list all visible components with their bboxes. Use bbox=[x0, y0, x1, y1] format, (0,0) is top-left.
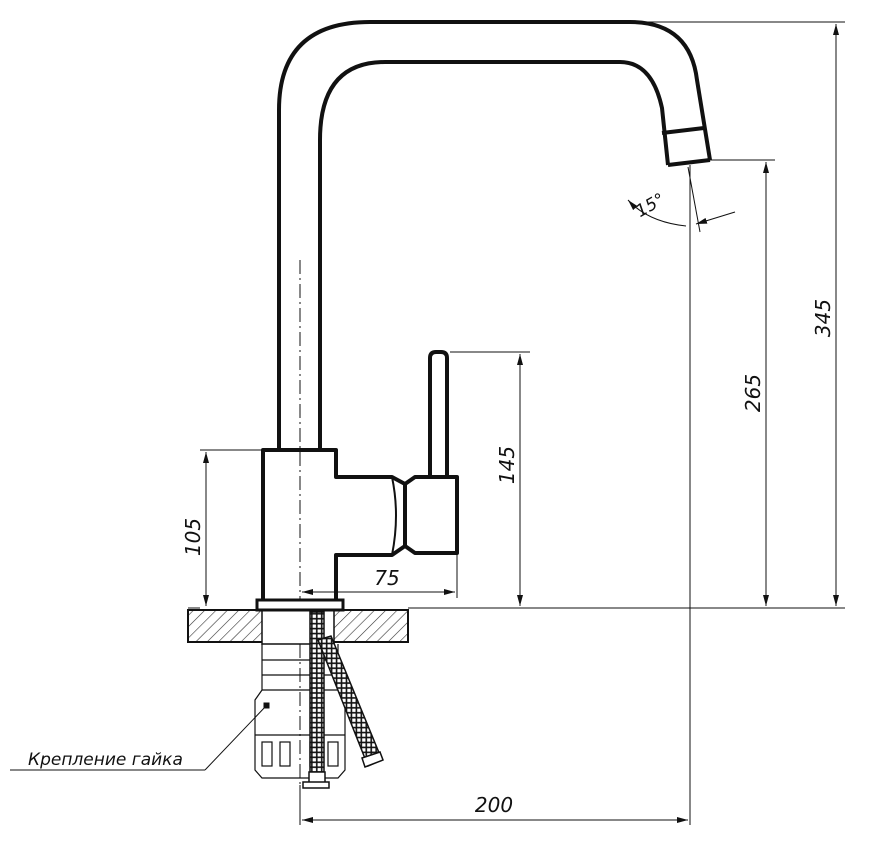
faucet-body bbox=[261, 350, 459, 605]
flexible-hoses bbox=[302, 611, 384, 789]
dim-75-label: 75 bbox=[374, 566, 399, 590]
spout-inner-outline bbox=[318, 60, 670, 450]
mounting-nut-note: Крепление гайка bbox=[28, 750, 183, 770]
extension-lines bbox=[188, 21, 845, 825]
dim-105-label: 105 bbox=[181, 518, 205, 556]
body-base-flange bbox=[255, 598, 345, 612]
dimension-lines bbox=[203, 24, 839, 823]
handle-block bbox=[403, 475, 459, 555]
countertop bbox=[187, 598, 409, 645]
dim-345-label: 345 bbox=[811, 299, 835, 337]
dim-arc-angle bbox=[627, 199, 687, 227]
hose-vertical bbox=[309, 611, 325, 773]
spout-tip bbox=[661, 126, 711, 167]
spout bbox=[277, 20, 712, 450]
dim-200-label: 200 bbox=[475, 793, 513, 817]
nut-leader bbox=[10, 702, 270, 771]
dim-265-label: 265 bbox=[741, 374, 765, 412]
spout-outer-outline bbox=[277, 20, 712, 450]
dim-angle-label: 15° bbox=[632, 189, 668, 221]
handle-lever bbox=[428, 350, 449, 477]
dim-145-label: 145 bbox=[495, 446, 519, 484]
